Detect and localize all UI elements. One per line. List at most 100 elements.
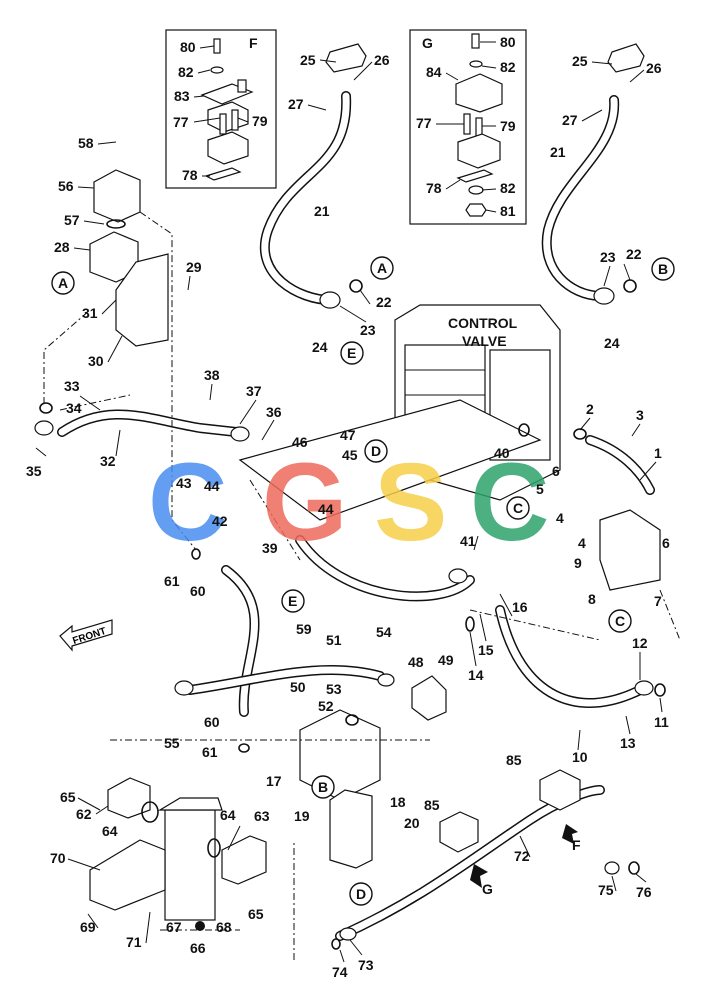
svg-text:B: B [658,261,668,277]
svg-text:65: 65 [60,789,76,805]
svg-text:70: 70 [50,850,66,866]
svg-text:8: 8 [588,591,596,607]
inset-f-title: F [249,35,258,51]
callout-e-2: E [281,589,305,613]
svg-text:58: 58 [78,135,94,151]
mounting-plate [238,399,542,521]
svg-text:31: 31 [82,305,98,321]
inset-box-f [165,29,277,189]
svg-text:85: 85 [506,752,522,768]
svg-text:60: 60 [190,583,206,599]
svg-text:82: 82 [500,180,516,196]
pipe-1 [585,435,655,495]
watermark-letter-2: G [262,441,348,564]
svg-text:82: 82 [500,59,516,75]
svg-text:24: 24 [604,335,620,351]
svg-text:27: 27 [288,96,304,112]
svg-text:17: 17 [266,773,282,789]
svg-text:23: 23 [600,249,616,265]
svg-text:11: 11 [654,714,669,730]
reference-lines [43,211,681,960]
callout-c-2: C [608,609,632,633]
svg-text:42: 42 [212,513,228,529]
svg-text:22: 22 [626,246,642,262]
front-arrow: FRONT [59,619,113,652]
svg-text:9: 9 [574,555,582,571]
svg-text:26: 26 [646,60,662,76]
svg-text:49: 49 [438,652,454,668]
svg-text:39: 39 [262,540,278,556]
part-number-labels: 80 82 83 77 79 78 80 82 84 77 79 78 82 8… [26,34,670,980]
pipe-2 [295,535,475,602]
svg-text:71: 71 [126,934,142,950]
svg-text:D: D [371,443,381,459]
svg-text:78: 78 [426,180,442,196]
svg-text:30: 30 [88,353,104,369]
svg-text:77: 77 [416,115,432,131]
svg-text:12: 12 [632,635,648,651]
block-56 [93,169,141,223]
svg-text:50: 50 [290,679,306,695]
leader-lines [35,41,663,963]
view-arrow-g [470,864,488,888]
svg-text:B: B [318,779,328,795]
fittings [34,43,654,941]
callout-a-1: A [51,271,75,295]
svg-text:53: 53 [326,681,342,697]
callout-a-2: A [370,256,394,280]
svg-text:47: 47 [340,427,356,443]
svg-text:3: 3 [636,407,644,423]
svg-text:34: 34 [66,400,82,416]
svg-text:2: 2 [586,401,594,417]
svg-text:55: 55 [164,735,180,751]
filter-assembly [89,777,267,931]
svg-text:26: 26 [374,52,390,68]
hose-32 [57,409,241,437]
o-rings [39,219,666,950]
svg-text:C: C [615,613,625,629]
svg-text:32: 32 [100,453,116,469]
svg-text:43: 43 [176,475,192,491]
callout-d-1: D [364,439,388,463]
callout-e-1: E [340,341,364,365]
svg-text:C: C [513,500,523,516]
svg-text:1: 1 [654,445,662,461]
svg-text:21: 21 [314,203,330,219]
svg-text:E: E [288,593,297,609]
bracket-30 [115,253,169,347]
svg-text:35: 35 [26,463,42,479]
svg-text:73: 73 [358,957,374,973]
svg-text:64: 64 [102,823,118,839]
svg-text:77: 77 [173,114,189,130]
clamp-assembly-f [200,38,254,181]
svg-text:33: 33 [64,378,80,394]
svg-text:64: 64 [220,807,236,823]
inset-g-title: G [422,35,433,51]
svg-text:22: 22 [376,294,392,310]
svg-text:69: 69 [80,919,96,935]
svg-text:24: 24 [312,339,328,355]
svg-text:21: 21 [550,144,566,160]
svg-text:51: 51 [326,632,342,648]
hose-59 [221,565,260,717]
svg-text:14: 14 [468,667,484,683]
svg-text:63: 63 [254,808,270,824]
svg-text:48: 48 [408,654,424,670]
svg-text:E: E [347,345,356,361]
svg-text:4: 4 [556,510,564,526]
svg-text:40: 40 [494,445,510,461]
svg-text:62: 62 [76,806,92,822]
svg-text:85: 85 [424,797,440,813]
view-label-f: F [572,837,581,853]
svg-text:82: 82 [178,64,194,80]
svg-text:68: 68 [216,919,232,935]
svg-text:13: 13 [620,735,636,751]
view-arrow-f [562,824,578,844]
svg-text:7: 7 [654,593,662,609]
hose-10 [495,605,645,708]
watermark-letter-3: S [374,441,447,564]
svg-text:76: 76 [636,884,652,900]
svg-text:10: 10 [572,749,588,765]
callout-b-2: B [311,775,335,799]
